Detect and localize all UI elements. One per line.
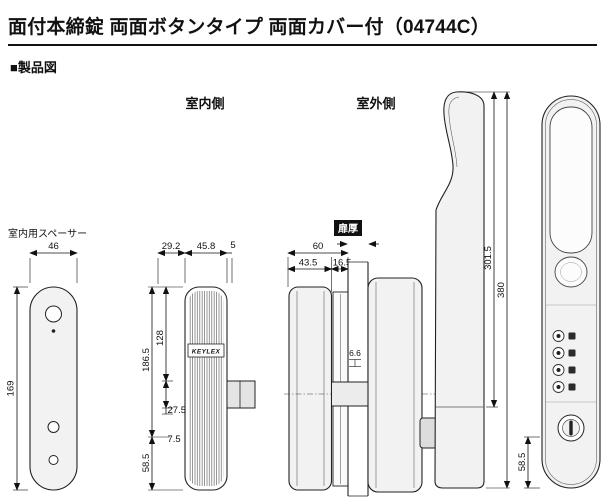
thumbturn-slot <box>569 420 573 436</box>
dim-spacer-height: 169 <box>6 381 17 397</box>
deadbolt <box>226 380 256 409</box>
indoor-unit-profile <box>288 286 333 491</box>
deadbolt-section <box>331 381 373 407</box>
indoor-front-view: 29.2 45.8 5 KEYLEX 186.5 58.5 128 27.5 <box>141 240 256 491</box>
dim-depth-indoor: 43.5 <box>299 258 318 269</box>
spacer-hole-middle <box>47 421 60 433</box>
keypad-marker <box>568 349 576 357</box>
indoor-side-label: 室内側 <box>185 96 224 111</box>
dial-ring <box>554 256 588 288</box>
outdoor-front-view: 58.5 <box>517 95 601 489</box>
keypad-marker <box>568 332 576 340</box>
dim-front-lip: 5 <box>230 240 235 251</box>
door-thickness-callout: 扉厚 <box>334 220 379 248</box>
section-label: ■製品図 <box>10 60 57 75</box>
door-thickness-label: 扉厚 <box>337 222 358 235</box>
dim-outdoor-total-height: 380 <box>496 282 507 298</box>
indoor-spacer-label: 室内用スペーサー <box>8 227 87 240</box>
spacer-pin-hole <box>51 329 56 333</box>
outdoor-cover-profile <box>434 91 485 489</box>
keypad-button-dot <box>556 368 561 372</box>
page-title: 面付本締錠 両面ボタンタイプ 両面カバー付（04744C） <box>8 17 490 38</box>
outdoor-side-silhouette: 301.5 380 <box>434 91 511 489</box>
keypad-marker <box>568 383 576 391</box>
keypad-marker <box>568 366 576 374</box>
dim-depth-plate: 16.5 <box>333 258 352 269</box>
view-labels: 室内側 室外側 室内用スペーサー <box>8 96 396 240</box>
keypad-buttons <box>552 330 576 393</box>
dim-spacer-width: 46 <box>48 241 59 252</box>
keypad-button-dot <box>556 351 561 355</box>
brand-plate <box>187 343 225 358</box>
dim-front-bolt-height: 27.5 <box>168 405 187 416</box>
spacer-view: 46 169 <box>6 241 78 491</box>
spacer-hole-top <box>45 305 62 323</box>
outdoor-side-label: 室外側 <box>356 96 395 111</box>
cover-window <box>549 106 593 254</box>
keypad-button-dot <box>556 334 561 338</box>
key-cylinder-profile <box>419 417 438 449</box>
dial-ring-inner <box>560 262 582 282</box>
dim-front-height-upper: 128 <box>155 330 166 346</box>
product-drawing: 室内側 室外側 室内用スペーサー 扉厚 46 169 <box>6 91 601 497</box>
dim-depth-total: 60 <box>313 241 324 252</box>
cover-inner-contour <box>448 96 460 168</box>
door-thickness-badge <box>334 220 362 236</box>
spacer-hole-bottom <box>48 455 59 465</box>
door-panel <box>348 262 368 496</box>
body-inner-outline <box>545 99 597 485</box>
title-underline <box>8 44 597 46</box>
keypad-button-dot <box>556 385 561 389</box>
outdoor-unit-profile <box>367 277 423 493</box>
dim-front-height-lower: 58.5 <box>141 454 152 473</box>
dim-front-width: 45.8 <box>197 241 216 252</box>
dim-front-height-total: 186.5 <box>141 348 152 372</box>
dim-outdoor-cover-height: 301.5 <box>483 246 494 270</box>
dim-outdoor-height-lower: 58.5 <box>517 453 528 472</box>
section-side-view: 60 43.5 16.5 6.6 <box>284 241 438 497</box>
spacer-plate <box>29 286 78 491</box>
indoor-unit-hatch <box>188 291 224 486</box>
dim-front-offset: 29.2 <box>162 241 181 252</box>
dim-bolt-clearance: 6.6 <box>349 348 361 358</box>
brand-logo: KEYLEX <box>192 349 221 356</box>
dim-front-bolt-gap: 7.5 <box>168 434 181 445</box>
